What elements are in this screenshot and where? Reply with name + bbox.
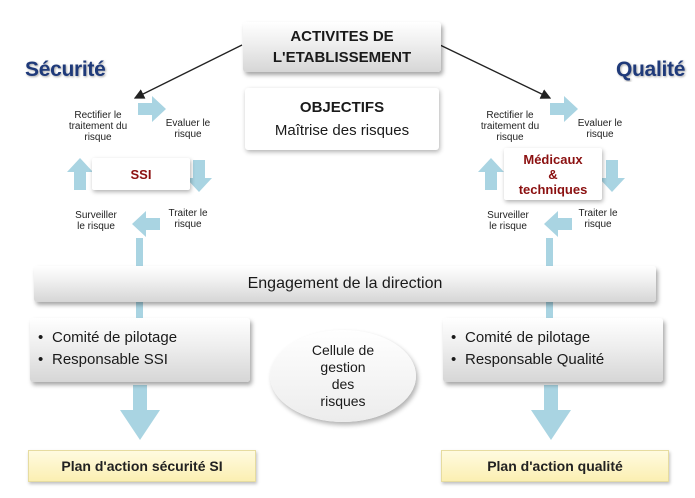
right-bullet-item: Responsable Qualité (451, 349, 663, 371)
right-monitor-line2: le risque (489, 221, 527, 232)
cellule-oval: Cellule de gestion des risques (270, 330, 416, 422)
right-center-line2: & (548, 166, 558, 182)
left-treat-line1: Traiter le (168, 208, 208, 219)
cycle-arrow-left-top (138, 96, 166, 122)
cellule-line2: gestion (320, 359, 366, 375)
right-cycle-treat: Traiter le risque (568, 208, 628, 230)
left-bullets-box: Comité de pilotage Responsable SSI (30, 318, 250, 382)
cycle-arrow-left-right (186, 160, 212, 192)
right-rectify-line1: Rectifier le (486, 110, 534, 121)
cycle-arrow-right-bottom (544, 211, 572, 237)
left-evaluate-line2: risque (174, 129, 202, 140)
right-rectify-line3: risque (496, 132, 524, 143)
cellule-line3: des (331, 376, 355, 392)
connector-right-upper (546, 238, 553, 270)
left-cycle-rectify: Rectifier le traitement du risque (58, 110, 138, 143)
cellule-line1: Cellule de (311, 342, 375, 358)
right-bullet-item: Comité de pilotage (451, 327, 663, 349)
left-cycle-evaluate: Evaluer le risque (158, 118, 218, 140)
cycle-arrows-left (67, 96, 212, 237)
left-rectify-line3: risque (84, 132, 112, 143)
left-title: Sécurité (25, 58, 106, 81)
right-title: Qualité (616, 58, 686, 81)
right-cycle-monitor: Surveiller le risque (478, 210, 538, 232)
right-bullets-box: Comité de pilotage Responsable Qualité (443, 318, 663, 382)
cycle-arrows-right (478, 96, 625, 237)
left-rectify-line2: traitement du (68, 121, 128, 132)
left-evaluate-line1: Evaluer le (165, 118, 211, 129)
right-center-line3: techniques (518, 181, 588, 197)
plan-left-label: Plan d'action sécurité SI (61, 458, 223, 474)
down-arrow-right (531, 385, 571, 440)
cycle-arrow-right-right (599, 160, 625, 192)
left-cycle-center-box: SSI (92, 158, 190, 190)
right-cycle-rectify: Rectifier le traitement du risque (470, 110, 550, 143)
right-treat-line2: risque (584, 219, 612, 230)
objectives-box: OBJECTIFS Maîtrise des risques (245, 88, 439, 150)
header-title-line2: L'ETABLISSEMENT (272, 49, 412, 66)
plan-right: Plan d'action qualité (441, 450, 669, 482)
left-cycle-monitor: Surveiller le risque (66, 210, 126, 232)
right-cycle-evaluate: Evaluer le risque (570, 118, 630, 140)
objectives-title: OBJECTIFS (299, 99, 385, 116)
plan-left: Plan d'action sécurité SI (28, 450, 256, 482)
connector-left-upper (136, 238, 143, 270)
objectives-subtitle: Maîtrise des risques (274, 122, 410, 139)
right-evaluate-line1: Evaluer le (577, 118, 623, 129)
left-treat-line2: risque (174, 219, 202, 230)
left-monitor-line2: le risque (77, 221, 115, 232)
header-title-line1: ACTIVITES DE (290, 28, 394, 45)
connector-left-lower (136, 300, 143, 318)
right-cycle-center-box: Médicaux & techniques (504, 148, 602, 200)
right-evaluate-line2: risque (586, 129, 614, 140)
header-box: ACTIVITES DE L'ETABLISSEMENT (243, 22, 441, 72)
cycle-arrow-left-bottom (132, 211, 160, 237)
right-rectify-line2: traitement du (480, 121, 540, 132)
cycle-arrow-left-left (67, 158, 93, 190)
engagement-label: Engagement de la direction (247, 275, 443, 292)
left-cycle-treat: Traiter le risque (158, 208, 218, 230)
connector-line-left (133, 44, 243, 99)
right-monitor-line1: Surveiller (487, 210, 529, 221)
engagement-bar: Engagement de la direction (34, 266, 656, 302)
right-center-line1: Médicaux (523, 151, 583, 167)
right-treat-line1: Traiter le (578, 208, 618, 219)
left-cycle-center-label: SSI (130, 166, 152, 182)
cycle-arrow-right-left (478, 158, 504, 190)
left-monitor-line1: Surveiller (75, 210, 117, 221)
cellule-line4: risques (320, 393, 366, 409)
connector-line-right (439, 44, 552, 99)
left-bullet-item: Comité de pilotage (38, 327, 250, 349)
left-rectify-line1: Rectifier le (74, 110, 122, 121)
plan-right-label: Plan d'action qualité (487, 458, 623, 474)
right-bullet-list: Comité de pilotage Responsable Qualité (451, 327, 663, 371)
left-bullet-list: Comité de pilotage Responsable SSI (38, 327, 250, 371)
down-arrow-left (120, 385, 160, 440)
cycle-arrow-right-top (550, 96, 578, 122)
left-bullet-item: Responsable SSI (38, 349, 250, 371)
connector-right-lower (546, 300, 553, 318)
